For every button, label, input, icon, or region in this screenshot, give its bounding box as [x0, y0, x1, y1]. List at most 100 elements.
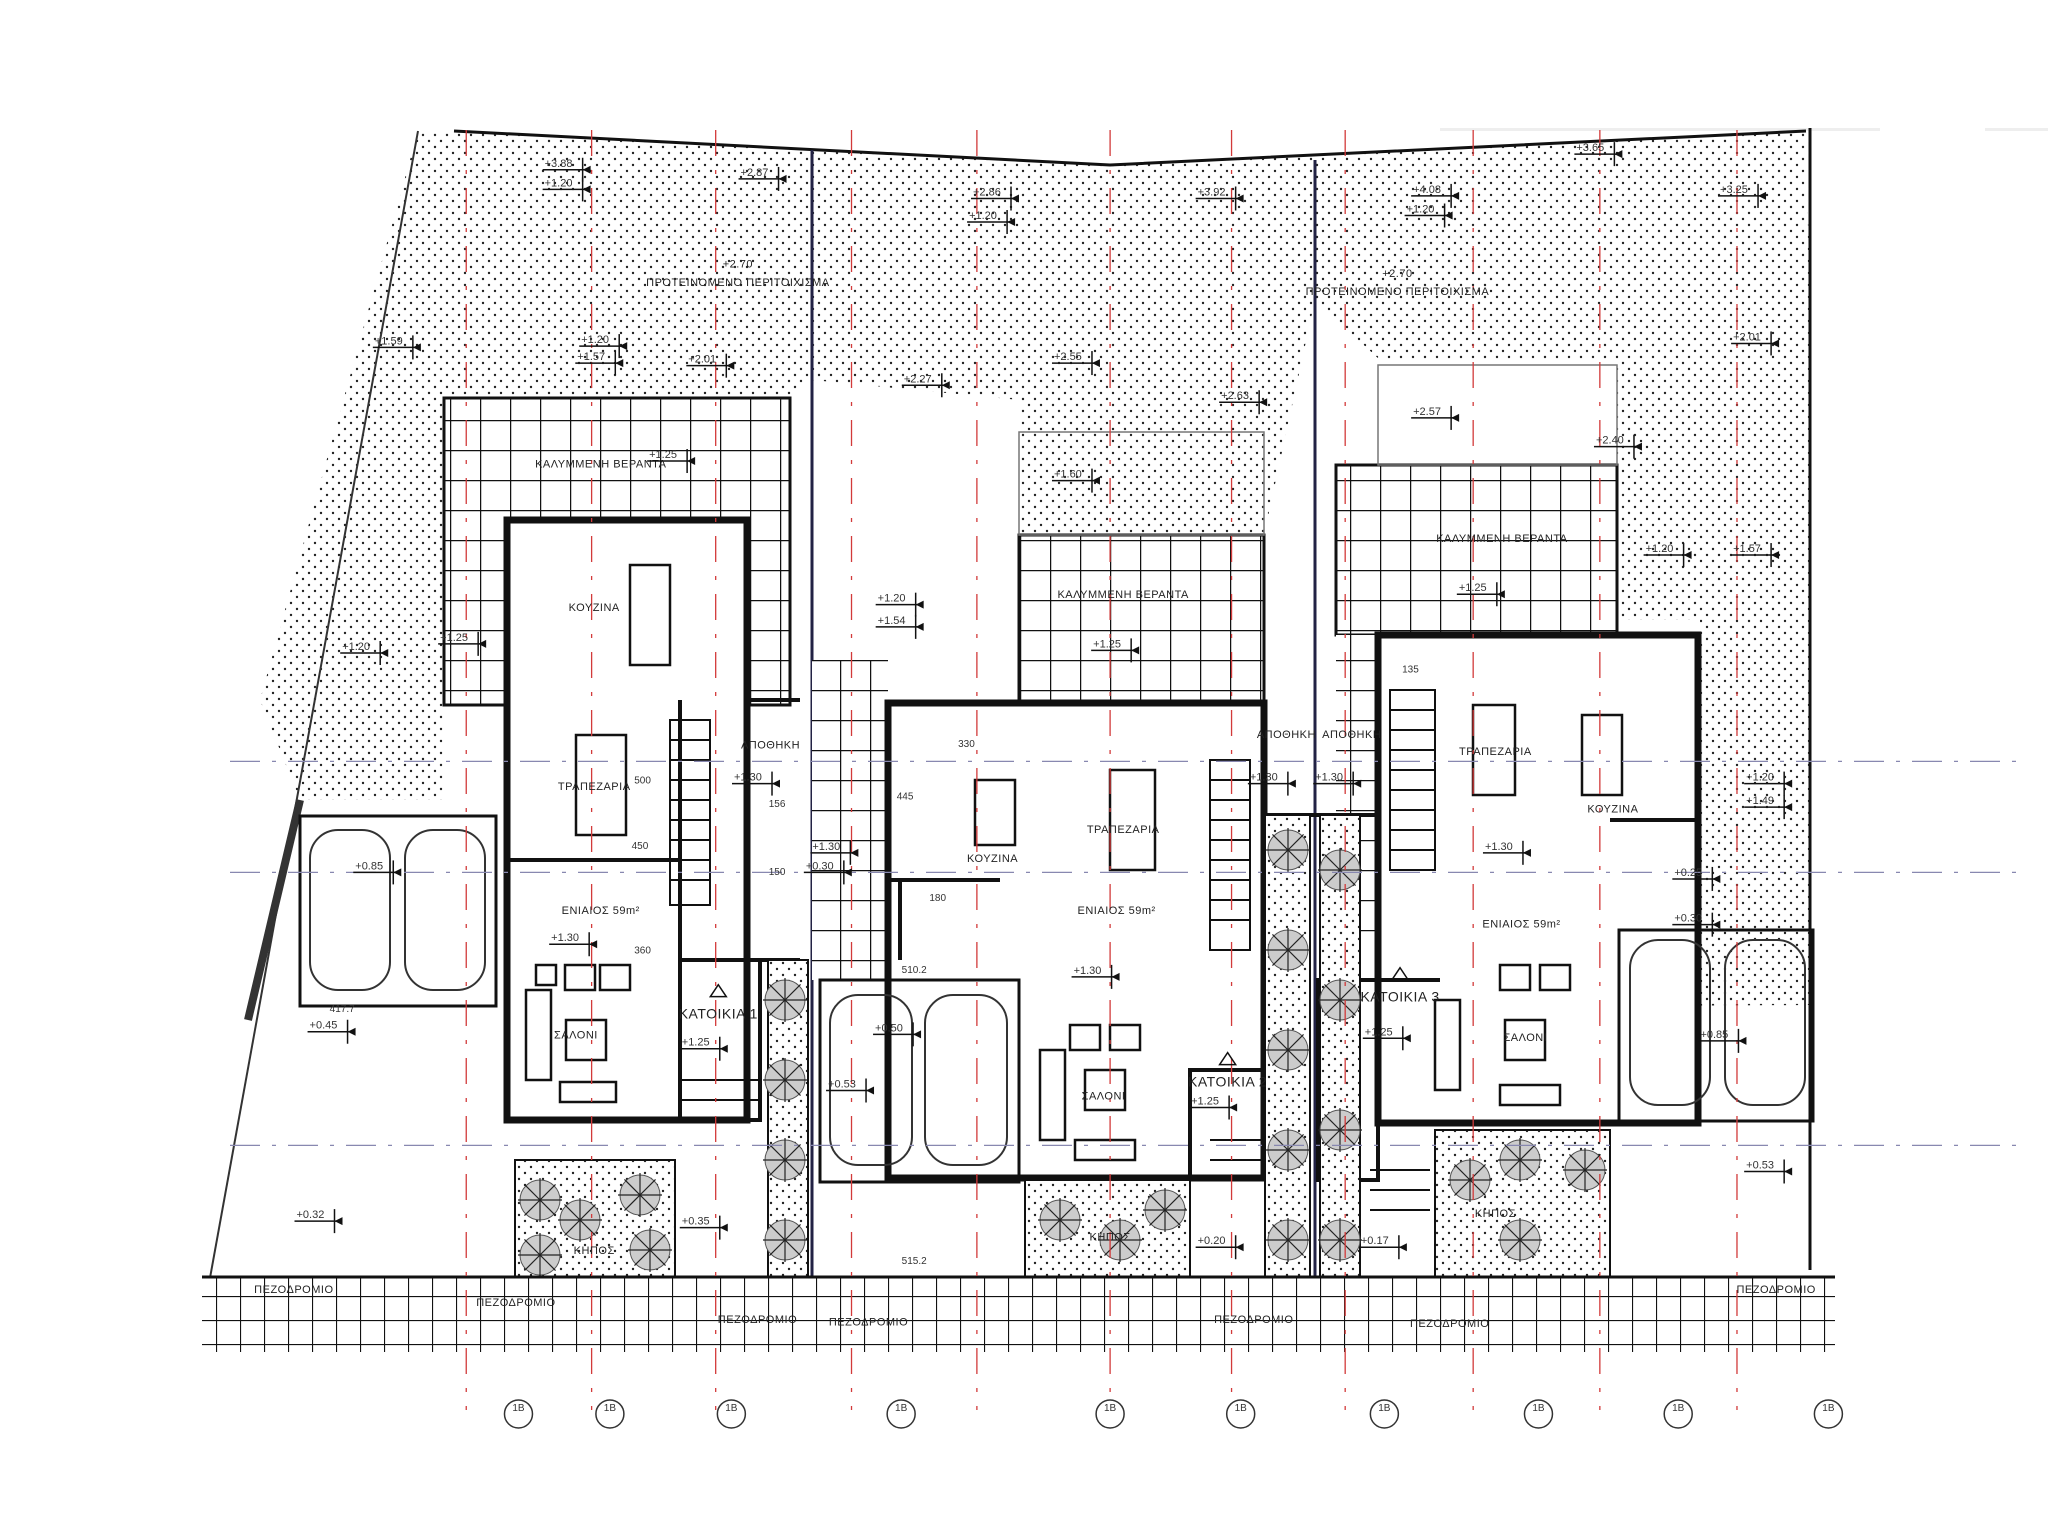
elevation-marker: +1.20	[1744, 771, 1793, 796]
label-dining: ΤΡΑΠΕΖΑΡΙΑ	[1087, 824, 1160, 836]
level-arrow-icon	[772, 779, 781, 788]
level-arrow-icon	[1683, 551, 1692, 560]
elevation-value: +2.01	[688, 354, 716, 366]
elevation-marker: +1.25	[1091, 638, 1140, 663]
level-arrow-icon	[1496, 590, 1505, 599]
label-garden: ΚΗΠΟΣ	[1475, 1208, 1516, 1220]
label-sidewalk: ΠΕΖΟΔΡΟΜΙΟ	[1736, 1284, 1815, 1296]
elevation-value: +2.87	[741, 167, 769, 179]
grid-axis-marker: 1B	[1813, 1399, 1844, 1429]
elevation-marker: +3.65	[1574, 142, 1623, 167]
grid-axis-marker: 1B	[886, 1399, 916, 1429]
level-arrow-icon	[334, 1217, 343, 1226]
level-arrow-icon	[1229, 1103, 1238, 1112]
level-arrow-icon	[1771, 551, 1780, 560]
level-arrow-icon	[915, 622, 924, 631]
level-arrow-icon	[719, 1044, 728, 1053]
level-arrow-icon	[866, 1086, 875, 1095]
elevation-value: +1.30	[734, 772, 762, 784]
elevation-marker: +0.50	[873, 1022, 922, 1047]
dimension-label: 515.2	[902, 1256, 927, 1267]
elevation-marker: +2.86	[971, 186, 1020, 211]
label-house-1: ΚΑΤΟΙΚΙΑ 1	[679, 1006, 758, 1022]
elevation-value: +0.30	[806, 860, 834, 872]
side-path-tiles-2	[812, 660, 888, 980]
grid-axis-label: 1B	[1532, 1403, 1545, 1414]
level-arrow-icon	[1259, 398, 1268, 407]
level-arrow-icon	[1235, 1243, 1244, 1252]
plant-icon	[1143, 1188, 1187, 1232]
grid-axis-label: 1B	[1378, 1403, 1391, 1414]
elevation-marker: +1.25	[438, 631, 487, 656]
level-arrow-icon	[1091, 476, 1100, 485]
elevation-value: +0.85	[1700, 1029, 1728, 1041]
level-arrow-icon	[1091, 359, 1100, 368]
elevation-value: +1.20	[545, 177, 573, 189]
level-arrow-icon	[915, 600, 924, 609]
elevation-value: +1.20	[1407, 203, 1435, 215]
elevation-marker: +2.27	[901, 373, 950, 398]
level-arrow-icon	[1758, 191, 1767, 200]
elevation-marker: +1.20	[1404, 203, 1453, 228]
elevation-value: +1.57	[577, 351, 605, 363]
elevation-marker: +1.30	[1313, 771, 1362, 796]
elevation-value: +1.54	[878, 615, 906, 627]
elevation-marker: +1.20	[542, 177, 591, 202]
level-arrow-icon	[687, 457, 696, 466]
rear-garden-dotted	[260, 131, 1810, 1006]
elevation-marker: +3.88	[542, 157, 591, 182]
elevation-value: +1.25	[1365, 1026, 1393, 1038]
label-house-3: ΚΑΤΟΙΚΙΑ 3	[1360, 989, 1439, 1005]
level-arrow-icon	[393, 868, 402, 877]
elevation-marker: +0.30	[803, 860, 852, 885]
veranda-house-2	[1017, 533, 1266, 707]
grid-axis-label: 1B	[895, 1403, 908, 1414]
elevation-value: +1.30	[551, 932, 579, 944]
level-arrow-icon	[582, 185, 591, 194]
elevation-marker: +0.32	[294, 1209, 343, 1234]
plant-icon	[1038, 1198, 1082, 1242]
level-arrow-icon	[726, 361, 735, 370]
elevation-value: +1.20	[969, 210, 997, 222]
garage-house-1	[298, 814, 498, 1008]
dimension-label: 500	[634, 776, 651, 787]
elevation-marker: +1.25	[647, 449, 696, 474]
elevation-value: +0.20	[1198, 1235, 1226, 1247]
elevation-marker: +2.01	[686, 353, 735, 378]
garden-plants	[518, 828, 1607, 1277]
level-arrow-icon	[1451, 191, 1460, 200]
elevation-marker: +0.25	[1672, 866, 1721, 891]
elevation-marker: +1.20	[967, 210, 1016, 235]
elevation-marker: +2.40	[1593, 434, 1642, 459]
elevation-value: +0.50	[875, 1022, 903, 1034]
level-arrow-icon	[1353, 779, 1362, 788]
label-garden: ΚΗΠΟΣ	[1090, 1232, 1131, 1244]
elevation-value: +0.53	[1746, 1159, 1774, 1171]
level-arrow-icon	[1712, 920, 1721, 929]
level-arrow-icon	[347, 1027, 356, 1036]
level-arrow-icon	[1111, 972, 1120, 981]
elevation-value: +1.25	[440, 632, 468, 644]
level-arrow-icon	[941, 381, 950, 390]
label-lounge: ΣΑΛΟΝΙ	[1504, 1032, 1548, 1044]
elevation-value: +1.20	[1746, 772, 1774, 784]
staircases	[669, 689, 1436, 1211]
elevation-value: +3.65	[1576, 142, 1604, 154]
elevation-value: +2.86	[973, 187, 1001, 199]
level-arrow-icon	[1398, 1243, 1407, 1252]
label-kitchen: ΚΟΥΖΙΝΑ	[569, 602, 620, 614]
elevation-value: +0.17	[1361, 1235, 1389, 1247]
elevation-marker: +1.60	[1051, 468, 1100, 493]
elevation-marker: +1.30	[549, 932, 598, 957]
elevation-marker: +2.63	[1219, 390, 1268, 415]
label-proposed-wall: ΠΡΟΤΕΙΝΟΜΕΝΟ ΠΕΡΙΤΟΙΧΙΣΜΑ	[1306, 286, 1490, 298]
grid-axis-marker: 1B	[1095, 1399, 1125, 1429]
elevation-value: +0.45	[310, 1020, 338, 1032]
level-arrow-icon	[1712, 874, 1721, 883]
label-covered-veranda: ΚΑΛΥΜΜΕΝΗ ΒΕΡΑΝΤΑ	[1436, 533, 1568, 545]
top-edge-strip	[1985, 128, 2048, 131]
elevation-value: +3.25	[1720, 184, 1748, 196]
label-dining: ΤΡΑΠΕΖΑΡΙΑ	[1459, 746, 1532, 758]
elevation-value: +1.25	[1191, 1095, 1219, 1107]
dimension-label: 180	[929, 893, 946, 904]
